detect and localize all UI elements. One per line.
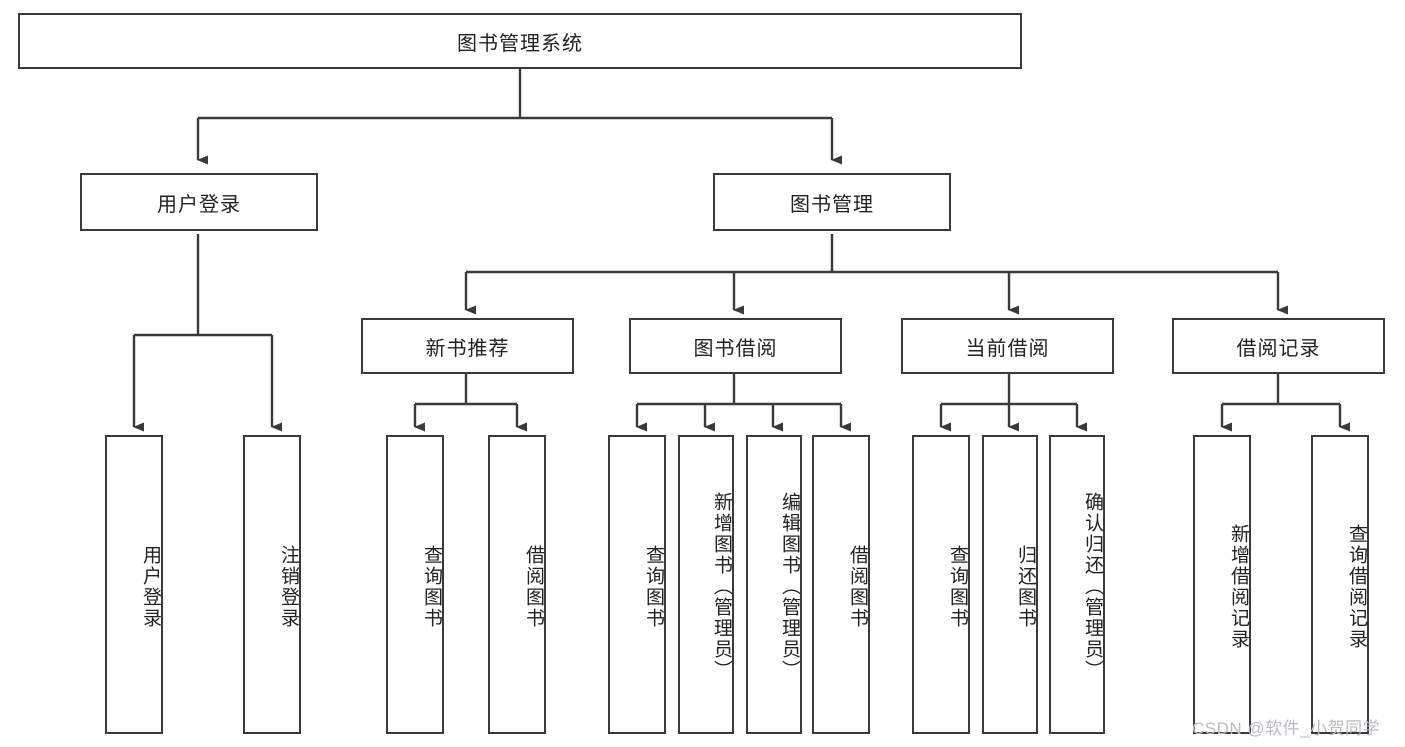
node-borrow-record[interactable]: 借阅记录 xyxy=(1172,318,1385,374)
node-label: 编辑图书（管理员） xyxy=(779,492,800,681)
node-label: 归还图书 xyxy=(1015,544,1036,629)
node-label: 借阅图书 xyxy=(847,544,868,629)
node-label: 确认归还（管理员） xyxy=(1082,492,1103,681)
leaf-record-query-record[interactable]: 查询借阅记录 xyxy=(1311,435,1369,734)
node-label: 新增借阅记录 xyxy=(1228,523,1249,650)
leaf-borrow-add-book[interactable]: 新增图书（管理员） xyxy=(678,435,734,734)
node-label: 查询借阅记录 xyxy=(1346,523,1367,650)
node-user-login[interactable]: 用户登录 xyxy=(80,173,318,231)
leaf-current-query-book[interactable]: 查询图书 xyxy=(912,435,970,734)
csdn-watermark: CSDN @软件_小贺同学 xyxy=(1192,719,1381,738)
node-current-borrow[interactable]: 当前借阅 xyxy=(901,318,1114,374)
node-label: 图书借阅 xyxy=(693,337,778,360)
leaf-current-confirm-return[interactable]: 确认归还（管理员） xyxy=(1049,435,1105,734)
leaf-recommend-borrow-book[interactable]: 借阅图书 xyxy=(488,435,546,734)
node-label: 查询图书 xyxy=(643,544,664,629)
node-root-system[interactable]: 图书管理系统 xyxy=(18,13,1022,69)
node-label: 用户登录 xyxy=(157,193,241,216)
leaf-record-add-record[interactable]: 新增借阅记录 xyxy=(1193,435,1251,734)
leaf-borrow-query-book[interactable]: 查询图书 xyxy=(608,435,666,734)
node-label: 新增图书（管理员） xyxy=(711,492,732,681)
leaf-recommend-query-book[interactable]: 查询图书 xyxy=(386,435,444,734)
leaf-user-login-login[interactable]: 用户登录 xyxy=(105,435,163,734)
node-new-book-recommend[interactable]: 新书推荐 xyxy=(361,318,574,374)
node-label: 查询图书 xyxy=(947,544,968,629)
node-label: 当前借阅 xyxy=(965,337,1050,360)
node-label: 用户登录 xyxy=(140,544,161,629)
node-book-borrow[interactable]: 图书借阅 xyxy=(629,318,842,374)
leaf-current-return-book[interactable]: 归还图书 xyxy=(982,435,1038,734)
leaf-user-login-logout[interactable]: 注销登录 xyxy=(243,435,301,734)
node-label: 注销登录 xyxy=(278,544,299,629)
leaf-borrow-borrow-book[interactable]: 借阅图书 xyxy=(812,435,870,734)
node-book-management[interactable]: 图书管理 xyxy=(713,173,951,231)
node-label: 查询图书 xyxy=(421,544,442,629)
node-label: 图书管理系统 xyxy=(457,32,583,55)
leaf-borrow-edit-book[interactable]: 编辑图书（管理员） xyxy=(746,435,802,734)
node-label: 图书管理 xyxy=(790,193,874,216)
node-label: 新书推荐 xyxy=(425,337,510,360)
node-label: 借阅图书 xyxy=(523,544,544,629)
node-label: 借阅记录 xyxy=(1236,337,1321,360)
